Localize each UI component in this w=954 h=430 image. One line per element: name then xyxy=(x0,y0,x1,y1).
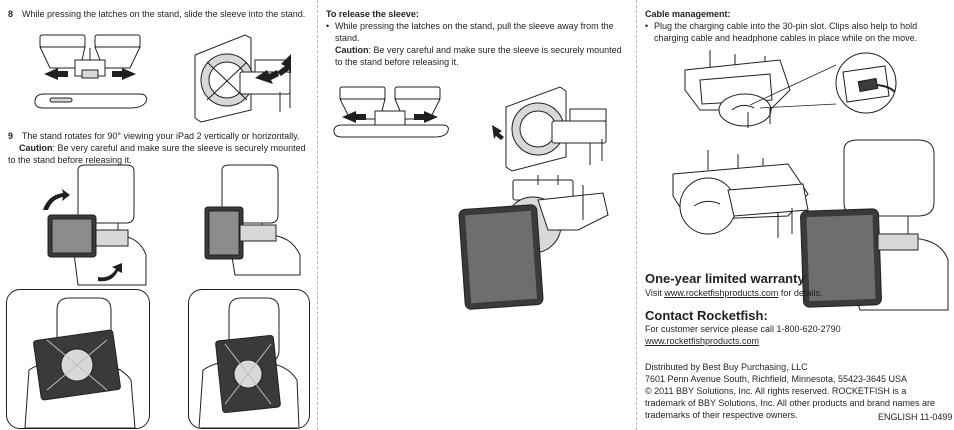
release-caution-text: : Be very careful and make sure the slee… xyxy=(335,45,622,67)
cable-text: Plug the charging cable into the 30-pin … xyxy=(654,21,918,43)
release-bullet: • While pressing the latches on the stan… xyxy=(326,20,626,68)
release-ipad-illustration xyxy=(458,175,609,310)
column-divider-2 xyxy=(636,0,637,430)
step-9-rotate-illustration-right xyxy=(204,164,301,276)
cable-stand-illustration xyxy=(684,50,791,128)
step-8: 8 While pressing the latches on the stan… xyxy=(8,8,308,20)
warranty-text: Visit www.rocketfishproducts.com for det… xyxy=(645,287,845,299)
distributor-block: Distributed by Best Buy Purchasing, LLC … xyxy=(645,361,940,421)
column-divider-1 xyxy=(317,0,318,430)
release-title: To release the sleeve: xyxy=(326,8,419,20)
step-8-sleeve-illustration xyxy=(194,34,291,123)
cable-clip-illustration xyxy=(672,150,809,238)
step-9: 9 The stand rotates for 90° viewing your… xyxy=(8,130,308,166)
cable-zoom-lines xyxy=(749,64,837,109)
cable-headrest-illustration xyxy=(800,139,949,311)
release-sleeve-illustration xyxy=(492,86,607,172)
step-8-stand-illustration xyxy=(34,34,147,109)
rear-view-box-left xyxy=(6,289,150,429)
release-caution-label: Caution xyxy=(335,45,369,55)
contact-heading: Contact Rocketfish: xyxy=(645,308,768,323)
release-stand-illustration xyxy=(333,86,449,138)
distributor-address: 7601 Penn Avenue South, Richfield, Minne… xyxy=(645,374,908,384)
cable-bullet: • Plug the charging cable into the 30-pi… xyxy=(645,20,945,46)
cable-title: Cable management: xyxy=(645,8,731,20)
cable-zoom-illustration xyxy=(835,52,897,114)
cable-title-text: Cable management: xyxy=(645,9,731,19)
contact-phone-text: For customer service please call 1-800-6… xyxy=(645,324,841,334)
release-text: While pressing the latches on the stand,… xyxy=(335,21,614,43)
warranty-link[interactable]: www.rocketfishproducts.com xyxy=(664,288,779,298)
rear-view-left-illustration xyxy=(24,297,136,428)
bullet-mark: • xyxy=(326,21,330,31)
step-8-number: 8 xyxy=(8,9,14,19)
rear-view-box-right xyxy=(188,289,310,429)
step-9-rotate-illustration-left xyxy=(43,164,147,286)
step-9-text: The stand rotates for 90° viewing your i… xyxy=(21,131,300,141)
step-9-number: 9 xyxy=(8,131,14,141)
release-title-text: To release the sleeve: xyxy=(326,9,419,19)
contact-text: For customer service please call 1-800-6… xyxy=(645,323,945,347)
step-9-caution-text: : Be very careful and make sure the slee… xyxy=(8,143,306,165)
warranty-heading: One-year limited warranty xyxy=(645,271,805,286)
bullet-mark: • xyxy=(645,21,649,31)
warranty-suffix: for details. xyxy=(780,288,823,298)
step-9-caution-label: Caution xyxy=(19,143,53,153)
contact-link[interactable]: www.rocketfishproducts.com xyxy=(645,336,760,346)
document-footer: ENGLISH 11-0499 xyxy=(878,412,953,422)
copyright-text: © 2011 BBY Solutions, Inc. All rights re… xyxy=(645,386,935,420)
step-8-text: While pressing the latches on the stand,… xyxy=(22,9,306,19)
rear-view-right-illustration xyxy=(198,297,300,428)
distributed-by: Distributed by Best Buy Purchasing, LLC xyxy=(645,362,808,372)
warranty-visit: Visit xyxy=(645,288,662,298)
